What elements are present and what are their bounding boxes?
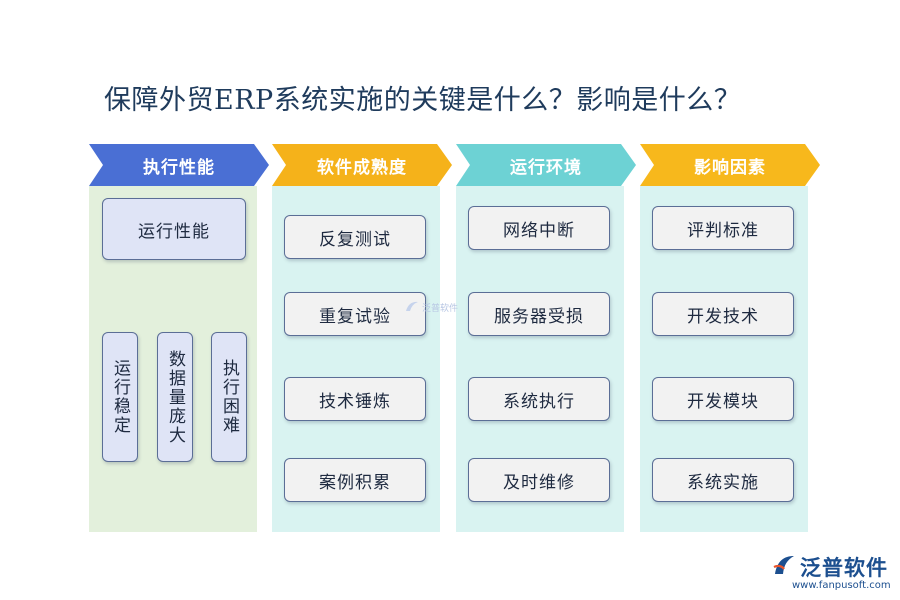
- box-case-accum: 案例积累: [284, 458, 426, 502]
- panel-performance: 运行性能 运行稳定 数据量庞大 执行困难: [89, 186, 257, 532]
- box-stable: 运行稳定: [102, 332, 138, 462]
- box-tech-refine: 技术锤炼: [284, 377, 426, 421]
- logo-name: 泛普软件: [800, 556, 888, 580]
- header-environment: 运行环境: [456, 144, 636, 186]
- box-criteria: 评判标准: [652, 206, 794, 250]
- column-maturity: 软件成熟度 反复测试 重复试验 技术锤炼 案例积累: [272, 144, 452, 534]
- column-performance: 执行性能 运行性能 运行稳定 数据量庞大 执行困难: [89, 144, 269, 534]
- column-environment: 运行环境 网络中断 服务器受损 系统执行 及时维修: [456, 144, 636, 534]
- column-impact: 影响因素 评判标准 开发技术 开发模块 系统实施: [640, 144, 820, 534]
- panel-impact: 评判标准 开发技术 开发模块 系统实施: [640, 186, 808, 532]
- box-large-data: 数据量庞大: [157, 332, 193, 462]
- box-run-performance: 运行性能: [102, 198, 246, 260]
- watermark-logo-icon: [405, 300, 419, 315]
- box-repeat-trial: 重复试验: [284, 292, 426, 336]
- box-dev-tech: 开发技术: [652, 292, 794, 336]
- box-difficult: 执行困难: [211, 332, 247, 462]
- page-title: 保障外贸ERP系统实施的关键是什么？影响是什么？: [104, 85, 742, 116]
- panel-maturity: 反复测试 重复试验 技术锤炼 案例积累: [272, 186, 440, 532]
- panel-environment: 网络中断 服务器受损 系统执行 及时维修: [456, 186, 624, 532]
- header-impact: 影响因素: [640, 144, 820, 186]
- header-performance: 执行性能: [89, 144, 269, 186]
- fanpu-logo-icon: [772, 553, 796, 581]
- box-repeat-test: 反复测试: [284, 215, 426, 259]
- box-network: 网络中断: [468, 206, 610, 250]
- header-maturity: 软件成熟度: [272, 144, 452, 186]
- box-implement: 系统实施: [652, 458, 794, 502]
- box-repair: 及时维修: [468, 458, 610, 502]
- logo-url: www.fanpusoft.com: [792, 580, 891, 591]
- watermark: 泛普软件: [405, 300, 458, 315]
- brand-logo: 泛普软件: [772, 552, 888, 582]
- box-dev-module: 开发模块: [652, 377, 794, 421]
- box-system-exec: 系统执行: [468, 377, 610, 421]
- box-server: 服务器受损: [468, 292, 610, 336]
